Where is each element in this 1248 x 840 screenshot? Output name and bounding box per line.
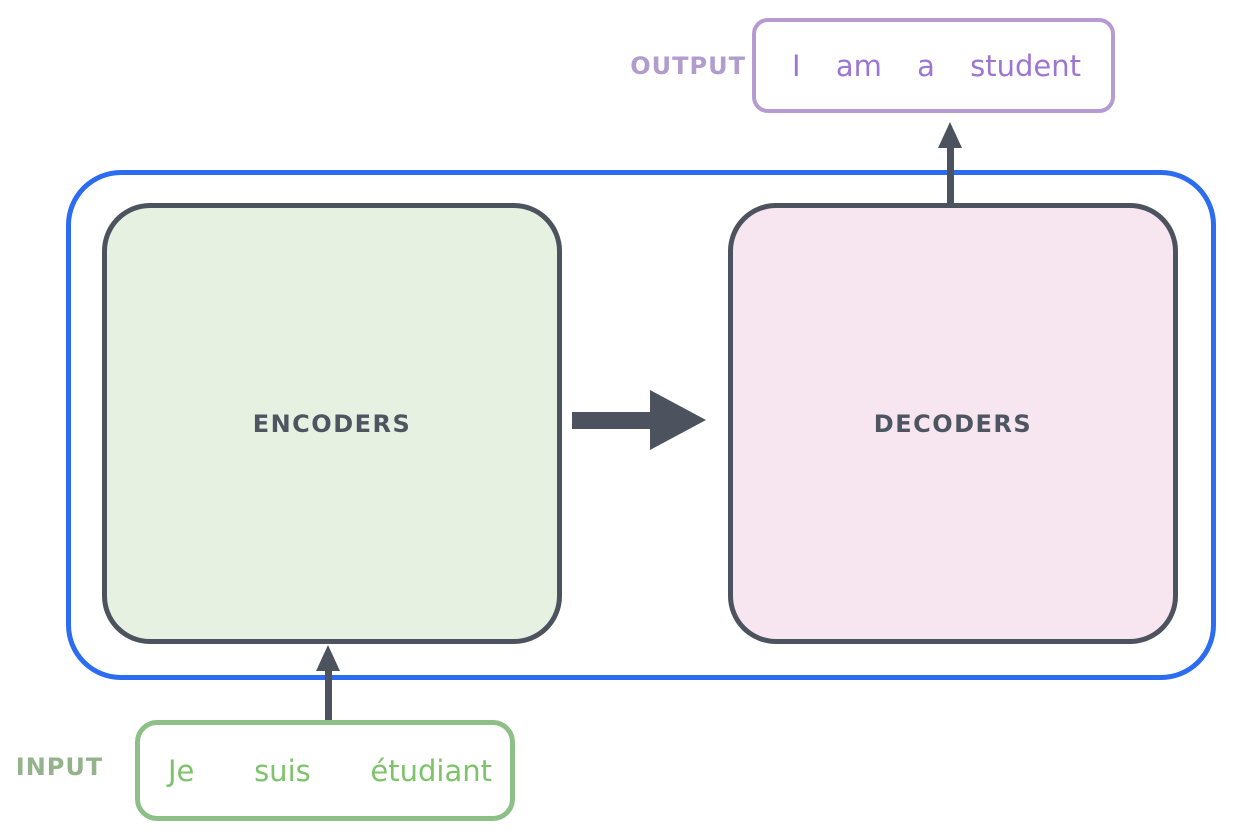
decoders-to-output-arrow-shaft <box>947 144 954 204</box>
output-box: I am a student <box>752 18 1115 113</box>
output-word-1: I <box>792 48 801 83</box>
output-word-4: student <box>970 48 1081 83</box>
input-word-3: étudiant <box>370 753 492 788</box>
encoders-to-decoders-arrow-head <box>650 390 706 450</box>
transformer-container-box <box>66 170 1216 680</box>
output-label: OUTPUT <box>630 52 746 80</box>
input-word-1: Je <box>168 753 195 788</box>
input-to-encoders-arrow-shaft <box>325 666 332 720</box>
decoders-label: DECODERS <box>873 409 1033 438</box>
output-word-3: a <box>917 48 935 83</box>
input-to-encoders-arrow-head <box>316 645 340 671</box>
input-label: INPUT <box>15 753 104 781</box>
decoders-box: DECODERS <box>728 203 1178 644</box>
output-word-2: am <box>835 48 882 83</box>
input-word-2: suis <box>254 753 311 788</box>
encoders-to-decoders-arrow-shaft <box>572 412 654 429</box>
input-box: Je suis étudiant <box>135 720 515 821</box>
encoders-box: ENCODERS <box>102 203 562 644</box>
decoders-to-output-arrow-head <box>938 122 962 148</box>
encoders-label: ENCODERS <box>252 409 412 438</box>
